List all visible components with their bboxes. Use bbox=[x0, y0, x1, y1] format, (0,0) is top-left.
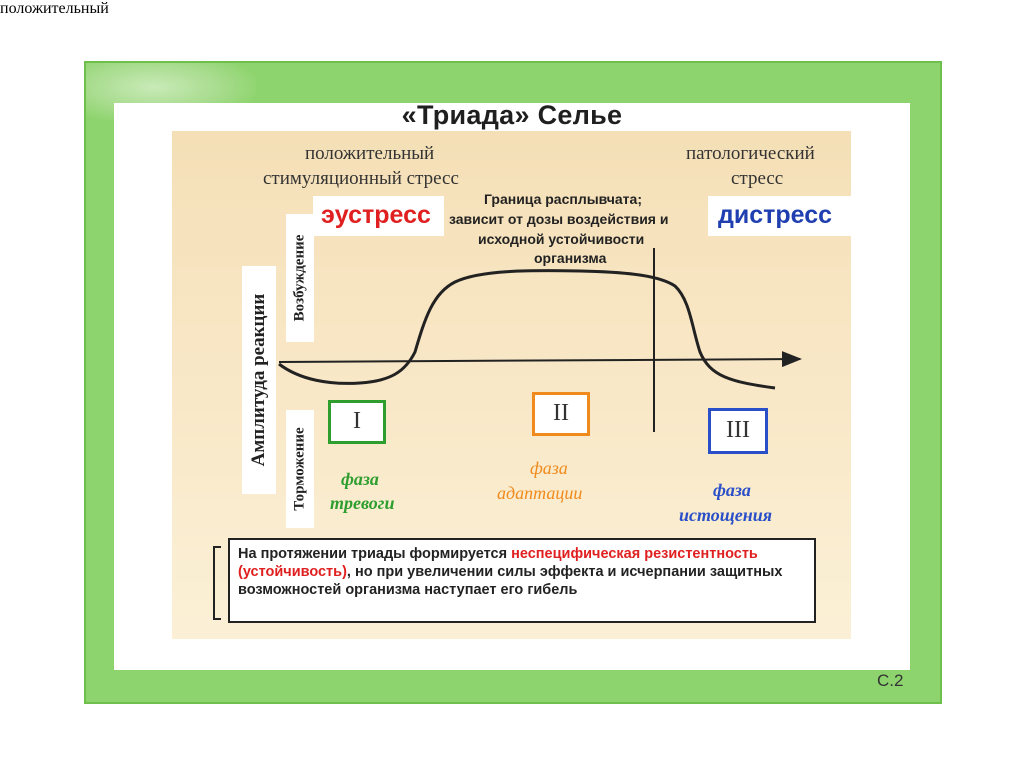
triad-note: На протяжении триады формируется неспеци… bbox=[228, 538, 816, 623]
phase-2-numeral: II bbox=[553, 400, 569, 426]
phase-3-caption-line1: фаза bbox=[713, 480, 751, 500]
phase-1-caption-line1: фаза bbox=[341, 469, 379, 489]
eustress-text: эустресс bbox=[321, 201, 431, 229]
excitation-label: Возбуждение bbox=[286, 214, 314, 342]
x-axis bbox=[278, 351, 802, 368]
phase-3-numeral: III bbox=[726, 417, 750, 443]
phase-1-box: I bbox=[328, 400, 386, 444]
note-text-part2: , но при увеличении силы эффекта и исчер… bbox=[238, 564, 783, 598]
distress-label: дистресс bbox=[708, 196, 852, 236]
note-bracket bbox=[213, 546, 221, 620]
note-text-part1: На протяжении триады формируется bbox=[238, 546, 512, 562]
inhibition-label: Торможение bbox=[286, 410, 314, 528]
phase-2-caption-line2: адаптации bbox=[497, 483, 583, 503]
reaction-curve bbox=[278, 269, 776, 390]
distress-text: дистресс bbox=[718, 201, 833, 229]
eustress-label: эустресс bbox=[313, 196, 444, 236]
pathological-stress-line2: стресс bbox=[731, 168, 784, 189]
positive-stress-line2: стимуляционный стресс bbox=[263, 168, 459, 189]
phase-1-numeral: I bbox=[353, 408, 361, 434]
boundary-note-line2: зависит от дозы воздействия и bbox=[449, 211, 669, 227]
phase-1-caption-line2: тревоги bbox=[330, 493, 395, 513]
slide-title: «Триада» Селье bbox=[401, 100, 623, 130]
pathological-stress-line1: патологический bbox=[686, 143, 815, 164]
phase-2-box: II bbox=[532, 392, 590, 436]
note-text-highlight: неспецифическая резистентность (устойчив… bbox=[238, 546, 758, 580]
page-number: С.2 bbox=[877, 671, 904, 690]
positive-stress-line1-text: положительный bbox=[305, 143, 435, 164]
phase-2-caption-line1: фаза bbox=[530, 458, 568, 478]
phase-3-box: III bbox=[708, 408, 768, 454]
boundary-note-line4: организма bbox=[534, 250, 607, 266]
boundary-note-line3: исходной устойчивости bbox=[478, 231, 645, 247]
y-axis-label: Амплитуда реакции bbox=[242, 266, 276, 494]
phase-3-caption-line2: истощения bbox=[679, 505, 773, 525]
boundary-note-line1: Граница расплывчата; bbox=[484, 191, 642, 207]
